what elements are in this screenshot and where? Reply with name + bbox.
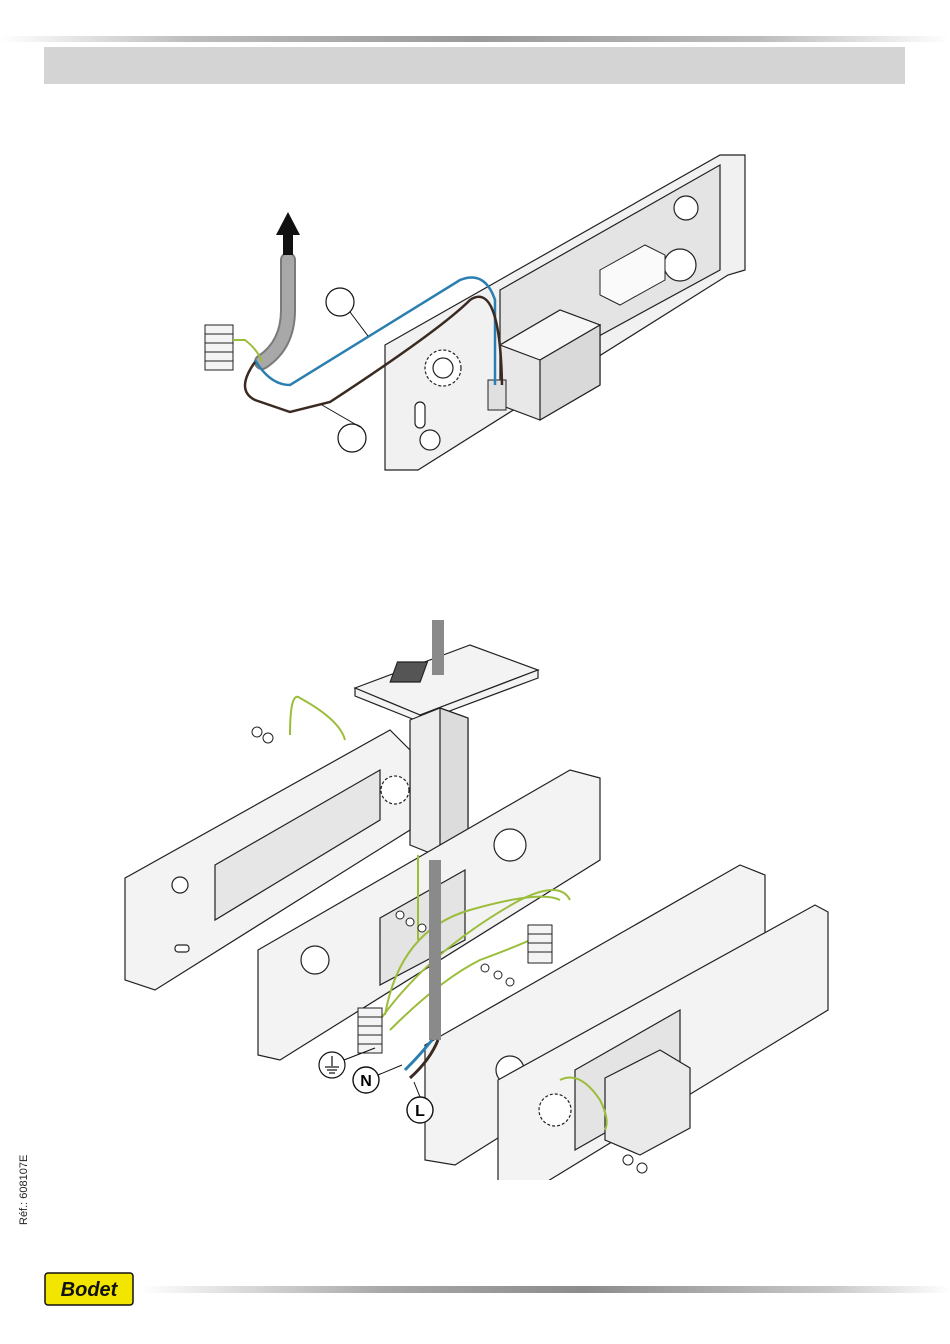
terminal-block-bottom (358, 1008, 382, 1053)
callout-1 (326, 288, 368, 336)
bottom-decorative-rule (140, 1286, 950, 1293)
terminal-block-right (528, 925, 552, 963)
assembly-diagram-bottom: N L (0, 600, 950, 1180)
document-reference: Réf.: 608107E (18, 1155, 30, 1225)
neutral-label: N (360, 1073, 372, 1090)
live-label: L (415, 1103, 425, 1120)
bodet-logo: Bodet (44, 1272, 134, 1306)
callout-2 (322, 405, 366, 452)
logo-text: Bodet (61, 1279, 119, 1301)
mains-cable-top (262, 212, 300, 362)
top-decorative-rule (0, 36, 950, 42)
wiring-diagram-top (0, 140, 950, 490)
terminal-block-top (205, 325, 233, 370)
title-band (44, 47, 905, 84)
up-arrow-icon (276, 212, 300, 255)
neutral-label-callout: N (353, 1065, 402, 1093)
